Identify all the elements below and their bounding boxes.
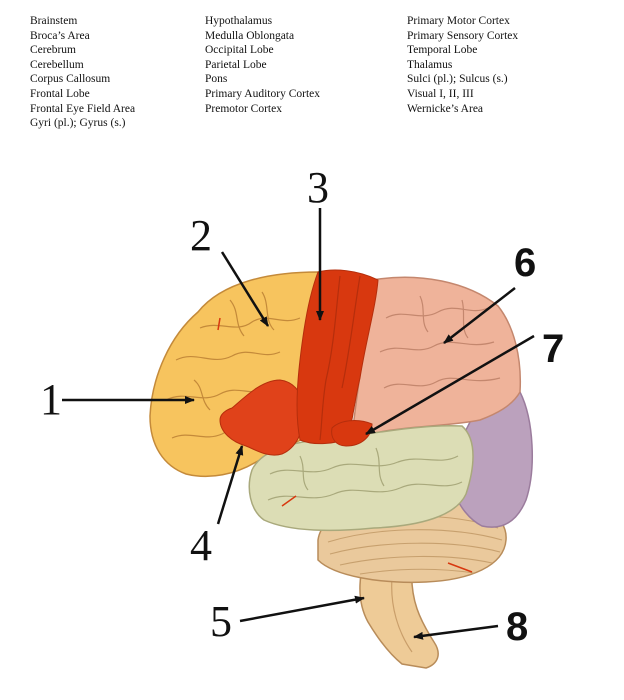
motor-strip-sulci (319, 275, 361, 441)
word-bank-term: Cerebrum (30, 44, 76, 57)
callout-8: 8 (506, 605, 528, 649)
callout-7: 7 (542, 327, 564, 371)
callout-4: 4 (190, 521, 212, 570)
word-bank-term: Broca’s Area (30, 29, 90, 42)
word-bank-term: Temporal Lobe (407, 44, 478, 57)
temporal-lobe-gyri (267, 447, 463, 501)
premotor-region (219, 379, 305, 456)
word-bank-column-2: Hypothalamus Medulla Oblongata Occipital… (205, 14, 320, 116)
arrow-4 (216, 445, 244, 525)
callout-1: 1 (40, 375, 62, 424)
brainstem-groove (391, 577, 413, 653)
callout-3: 3 (307, 163, 329, 212)
word-bank-term: Thalamus (407, 58, 453, 71)
word-bank-term: Primary Auditory Cortex (205, 87, 320, 100)
word-bank-term: Primary Sensory Cortex (407, 29, 519, 42)
word-bank-term: Brainstem (30, 15, 78, 27)
frontal-lobe-tick (217, 317, 221, 331)
word-bank: Brainstem Broca’s Area Cerebrum Cerebell… (30, 14, 610, 134)
callout-2: 2 (190, 211, 212, 260)
sensory-patch-region (331, 420, 373, 447)
word-bank-term: Frontal Eye Field Area (30, 102, 136, 115)
cerebellum-tick (447, 562, 473, 573)
arrow-7 (365, 334, 535, 436)
word-bank-term: Occipital Lobe (205, 44, 274, 57)
arrow-5 (239, 595, 365, 623)
word-bank-term: Wernicke’s Area (407, 102, 484, 115)
word-bank-term: Gyri (pl.); Gyrus (s.) (30, 117, 126, 130)
word-bank-term: Frontal Lobe (30, 87, 90, 100)
parietal-lobe-gyri (379, 295, 501, 389)
arrow-2 (220, 251, 270, 327)
callout-5: 5 (210, 597, 232, 646)
word-bank-term: Sulci (pl.); Sulcus (s.) (407, 73, 508, 86)
word-bank-term: Medulla Oblongata (205, 29, 295, 42)
arrow-6 (443, 287, 516, 344)
arrow-8 (413, 624, 499, 640)
word-bank-term: Corpus Callosum (30, 73, 111, 86)
word-bank-term: Cerebellum (30, 58, 84, 71)
callout-6: 6 (514, 241, 536, 285)
temporal-lobe-tick (281, 495, 297, 507)
word-bank-term: Hypothalamus (205, 15, 273, 27)
word-bank-term: Premotor Cortex (205, 102, 282, 115)
word-bank-term: Visual I, II, III (407, 87, 474, 100)
word-bank-column-3: Primary Motor Cortex Primary Sensory Cor… (407, 14, 518, 116)
word-bank-term: Pons (205, 73, 228, 86)
word-bank-term: Parietal Lobe (205, 58, 267, 71)
word-bank-column-1: Brainstem Broca’s Area Cerebrum Cerebell… (30, 14, 135, 131)
parietal-lobe-region (351, 276, 522, 437)
word-bank-term: Primary Motor Cortex (407, 15, 510, 27)
